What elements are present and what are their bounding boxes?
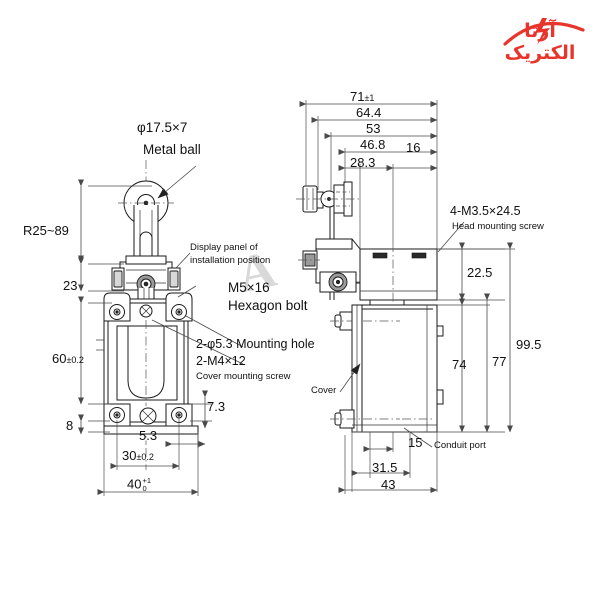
logo-text: آرتا الکتریک	[504, 20, 576, 64]
dim-hole-pitch-value: 30	[122, 448, 137, 463]
dim-overall-length-tol: ±1	[364, 93, 375, 103]
cover-label: Cover	[311, 385, 337, 396]
dim-body-height-value: 60	[52, 351, 67, 366]
dim-overall-length-value: 71	[350, 89, 365, 104]
dim-22-5: 22.5	[467, 265, 493, 280]
side-view-geometry	[296, 100, 515, 494]
dim-hole-pitch-small: 5.3	[139, 428, 158, 443]
dim-99-5: 99.5	[516, 337, 542, 352]
dim-overall-width-value: 40	[127, 476, 142, 492]
dim-77: 77	[492, 354, 507, 369]
metal-ball-label: Metal ball	[143, 142, 201, 157]
head-screw-name-label: Head mounting screw	[452, 221, 544, 232]
dim-15: 15	[408, 435, 423, 450]
dim-body-height: 60±0.2	[52, 351, 84, 366]
dim-46-8: 46.8	[360, 137, 386, 152]
dim-head-height: 23	[63, 278, 78, 293]
display-panel-label-line1: Display panel of	[190, 242, 258, 253]
dim-hole-pitch: 30±0.2	[122, 448, 154, 463]
dim-28-3: 28.3	[350, 155, 376, 170]
dim-53: 53	[366, 121, 381, 136]
front-view-geometry	[78, 160, 244, 496]
dim-overall-length: 71±1	[350, 89, 375, 104]
dim-64-4: 64.4	[356, 105, 382, 120]
dim-43: 43	[381, 477, 396, 492]
cover-screw-name-label: Cover mounting screw	[196, 371, 291, 382]
dim-overall-width-tol-upper: +1	[142, 476, 152, 485]
dim-74: 74	[452, 357, 467, 372]
dim-16: 16	[406, 140, 421, 155]
dim-overall-width-tol-lower: 0	[142, 483, 147, 493]
hexagon-bolt-name-label: Hexagon bolt	[228, 298, 308, 313]
cover-screw-spec-label: 2-M4×12	[196, 354, 246, 368]
dim-hole-pitch-tol: ±0.2	[136, 452, 154, 462]
lightning-bolt-arc-icon	[503, 18, 585, 46]
mounting-hole-label: 2-φ5.3 Mounting hole	[196, 337, 315, 351]
dim-base-thickness: 8	[66, 418, 74, 433]
dim-31-5: 31.5	[372, 460, 398, 475]
dim-base-step: 7.3	[207, 399, 226, 414]
conduit-port-label: Conduit port	[434, 440, 486, 451]
arta-electric-logo: آرتا الکتریک	[487, 14, 593, 66]
display-panel-label-line2: installation position	[190, 255, 271, 266]
dim-body-height-tol: ±0.2	[66, 355, 84, 365]
head-screw-spec-label: 4-M3.5×24.5	[450, 204, 521, 218]
dim-lever-radius: R25~89	[23, 223, 69, 238]
hexagon-bolt-spec-label: M5×16	[228, 280, 270, 295]
roller-spec-label: φ17.5×7	[137, 120, 188, 135]
